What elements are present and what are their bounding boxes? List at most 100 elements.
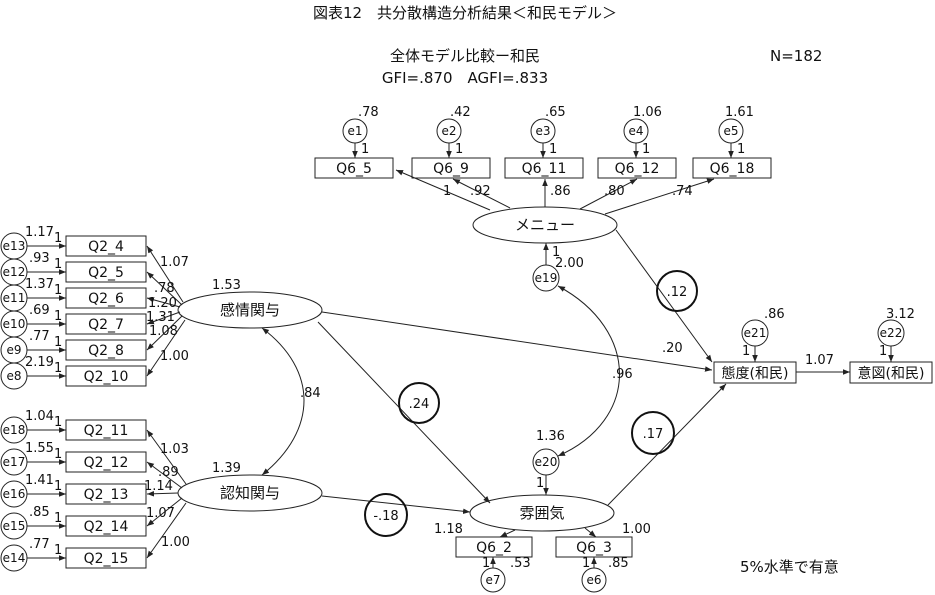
load-menu-q6_18: [604, 178, 715, 215]
svg-text:1: 1: [549, 142, 557, 157]
load-ninchi-q2_12-value: .89: [158, 465, 179, 480]
svg-text:1: 1: [737, 142, 745, 157]
menu-indicator-4: Q6_12 e4 1.06 1: [597, 105, 677, 179]
load-menu-q6_12-value: .80: [604, 184, 625, 199]
kanjo-indicator-1: Q2_4 e13 1.17 1: [0, 225, 147, 260]
var-ninchi: 1.39: [212, 461, 241, 476]
ninchi-indicator-1: Q2_11 e18 1.04 1: [0, 409, 147, 444]
svg-text:Q6_12: Q6_12: [615, 161, 660, 177]
fit-indices: GFI=.870 AGFI=.833: [382, 69, 548, 87]
svg-text:Q6_5: Q6_5: [336, 161, 372, 177]
load-kanjo-q2_10-value: 1.00: [160, 349, 189, 364]
svg-text:.69: .69: [29, 303, 50, 318]
cov-e19-e20-value: .96: [612, 367, 633, 382]
sample-size: N=182: [770, 47, 822, 65]
latent-fun: [469, 494, 615, 532]
svg-text:Q6_9: Q6_9: [433, 161, 469, 177]
load-menu-q6_5: [395, 169, 491, 211]
svg-text:1: 1: [482, 556, 490, 571]
latent-kanjo-label: 感情関与: [220, 301, 280, 319]
node-taido-label: 態度(和民): [722, 366, 789, 382]
svg-text:.42: .42: [450, 105, 471, 120]
svg-text:1: 1: [54, 361, 62, 376]
path-taido-ito-value: 1.07: [805, 353, 834, 368]
path-menu-taido-value: .12: [667, 285, 688, 300]
latent-fun-label: 雰囲気: [519, 504, 564, 522]
svg-text:Q2_15: Q2_15: [84, 551, 129, 567]
disturbance-e19: e19 1 2.00: [532, 243, 584, 292]
path-kanjo-fun: [317, 321, 491, 504]
svg-text:.53: .53: [510, 556, 531, 571]
svg-text:e4: e4: [628, 124, 643, 138]
menu-indicator-1: Q6_5 e1 .78 1: [314, 105, 394, 179]
latent-kanjo: [177, 291, 323, 329]
svg-text:1: 1: [552, 245, 560, 260]
path-ninchi-fun: [321, 495, 471, 515]
highlight-kanjo-fun: [398, 382, 440, 424]
svg-text:Q2_10: Q2_10: [84, 369, 129, 385]
disturbance-e20: e20 1 1.36: [532, 429, 565, 495]
svg-text:1: 1: [54, 335, 62, 350]
load-kanjo-q2_4-value: 1.07: [160, 255, 189, 270]
svg-text:Q2_13: Q2_13: [84, 487, 129, 503]
svg-text:2.19: 2.19: [25, 355, 54, 370]
svg-text:e18: e18: [3, 423, 26, 437]
svg-text:Q2_5: Q2_5: [88, 265, 124, 281]
load-fun-q6_2-value: 1.18: [434, 522, 463, 537]
svg-text:1: 1: [582, 556, 590, 571]
kanjo-indicator-2: Q2_5 e12 .93 1: [0, 251, 147, 286]
svg-text:1: 1: [54, 511, 62, 526]
svg-text:Q6_11: Q6_11: [522, 161, 567, 177]
load-menu-q6_9-value: .92: [470, 184, 491, 199]
disturbance-e21: e21 1 .86: [741, 307, 785, 362]
svg-text:e1: e1: [347, 124, 362, 138]
svg-text:1.41: 1.41: [25, 473, 54, 488]
path-kanjo-fun-value: .24: [409, 397, 430, 412]
svg-text:e6: e6: [586, 573, 601, 587]
svg-text:e2: e2: [441, 124, 456, 138]
svg-text:3.12: 3.12: [886, 307, 915, 322]
node-ito-label: 意図(和民): [858, 365, 925, 382]
svg-text:1.17: 1.17: [25, 225, 54, 240]
svg-text:1: 1: [54, 479, 62, 494]
svg-text:Q2_14: Q2_14: [84, 519, 129, 535]
svg-text:e11: e11: [3, 291, 26, 305]
menu-indicator-3: Q6_11 e3 .65 1: [504, 105, 584, 179]
cov-kanjo-ninchi: [261, 327, 305, 476]
kanjo-indicator-5: Q2_8 e9 .77 1: [0, 329, 147, 364]
ninchi-indicator-4: Q2_14 e15 .85 1: [0, 505, 147, 540]
svg-text:e9: e9: [6, 343, 21, 357]
svg-text:.77: .77: [29, 537, 50, 552]
load-kanjo-q2_5-value: .78: [154, 281, 175, 296]
load-ninchi-q2_11-value: 1.03: [160, 442, 189, 457]
var-kanjo: 1.53: [212, 278, 241, 293]
path-kanjo-taido-value: .20: [662, 341, 683, 356]
svg-text:e21: e21: [744, 326, 767, 340]
latent-ninchi-label: 認知関与: [220, 484, 280, 502]
svg-text:e5: e5: [723, 124, 738, 138]
svg-text:1: 1: [742, 344, 750, 359]
svg-text:Q2_8: Q2_8: [88, 343, 124, 359]
svg-text:1: 1: [642, 142, 650, 157]
ninchi-indicator-2: Q2_12 e17 1.55 1: [0, 441, 147, 476]
svg-text:Q2_6: Q2_6: [88, 291, 124, 307]
load-menu-q6_9: [452, 178, 511, 209]
load-kanjo-q2_7-value: 1.31: [146, 310, 175, 325]
svg-text:.78: .78: [358, 105, 379, 120]
load-ninchi-q2_14-value: 1.07: [146, 506, 175, 521]
svg-text:e14: e14: [3, 551, 26, 565]
load-kanjo-q2_8-value: 1.08: [149, 324, 178, 339]
svg-text:e3: e3: [535, 124, 550, 138]
disturbance-e22: e22 1 3.12: [877, 307, 915, 362]
load-menu-q6_12: [579, 178, 638, 210]
load-menu-q6_5-value: 1: [443, 184, 451, 199]
path-fun-taido: [607, 383, 727, 506]
load-menu-q6_18-value: .74: [672, 184, 693, 199]
load-ninchi-q2_13-value: 1.14: [144, 479, 173, 494]
svg-text:1: 1: [455, 142, 463, 157]
load-fun-q6_3-value: 1.00: [622, 522, 651, 537]
svg-text:e7: e7: [485, 573, 500, 587]
svg-text:Q6_2: Q6_2: [476, 540, 512, 556]
